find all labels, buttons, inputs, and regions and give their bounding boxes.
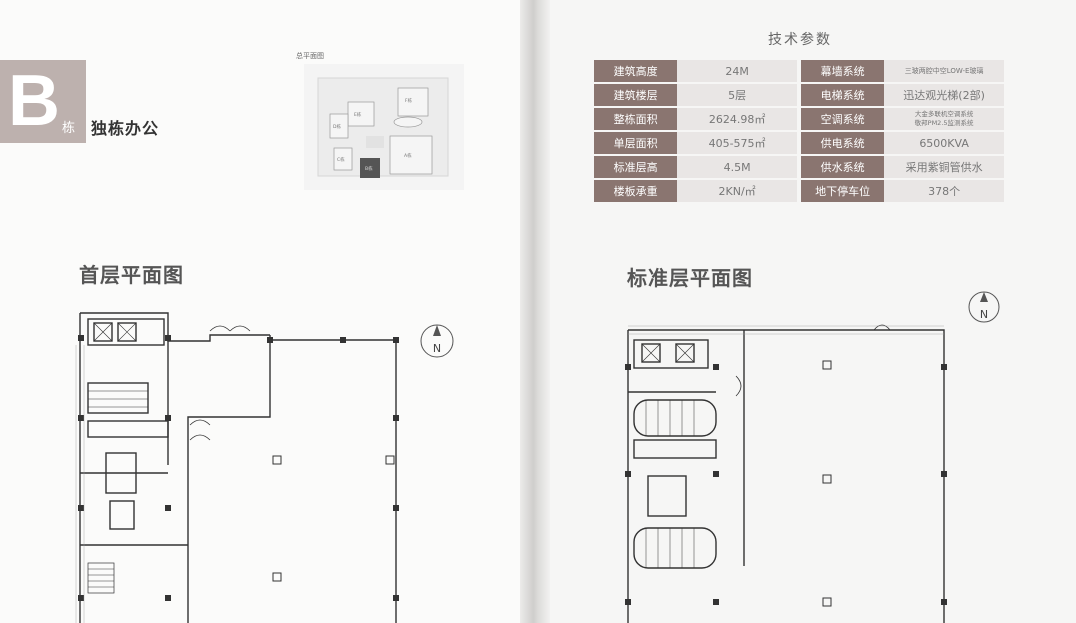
spec-row: 楼板承重 2KN/㎡ 地下停车位 378个 xyxy=(594,180,1004,202)
book-gutter xyxy=(520,0,550,623)
building-heading: 独栋办公 xyxy=(91,119,160,138)
spec-value: 采用紫铜管供水 xyxy=(884,156,1004,178)
standard-floor-plan-title: 标准层平面图 xyxy=(627,266,753,290)
spec-key: 楼板承重 xyxy=(594,180,678,202)
compass-label: N xyxy=(433,342,441,355)
compass-north-icon: N xyxy=(420,324,454,358)
spec-key: 空调系统 xyxy=(801,108,885,130)
spec-key: 电梯系统 xyxy=(801,84,885,106)
compass-north-icon: N xyxy=(968,291,1000,323)
spec-value: 405-575㎡ xyxy=(677,132,797,154)
building-suffix: 栋 xyxy=(62,121,76,136)
site-block-f: F栋 xyxy=(405,97,413,104)
spec-row: 单层面积 405-575㎡ 供电系统 6500KVA xyxy=(594,132,1004,154)
spec-value: 迅达观光梯(2部) xyxy=(884,84,1004,106)
spec-value: 5层 xyxy=(677,84,797,106)
standard-floor-plan xyxy=(625,324,947,623)
spec-value: 378个 xyxy=(884,180,1004,202)
spec-key: 地下停车位 xyxy=(801,180,885,202)
spec-value: 大金多联机空调系统 敬邦PM2.5监测系统 xyxy=(884,108,1004,130)
compass-label: N xyxy=(980,308,988,321)
spec-key: 整栋面积 xyxy=(594,108,678,130)
spec-value: 4.5M xyxy=(677,156,797,178)
spec-row: 建筑楼层 5层 电梯系统 迅达观光梯(2部) xyxy=(594,84,1004,106)
spec-value-line: 大金多联机空调系统 xyxy=(914,110,974,118)
spec-value: 6500KVA xyxy=(884,132,1004,154)
site-plan-map: E栋 F栋 D栋 C栋 A栋 B栋 xyxy=(304,64,464,190)
spec-row: 标准层高 4.5M 供水系统 采用紫铜管供水 xyxy=(594,156,1004,178)
site-block-e: E栋 xyxy=(354,111,362,118)
spec-row: 整栋面积 2624.98㎡ 空调系统 大金多联机空调系统 敬邦PM2.5监测系统 xyxy=(594,108,1004,130)
spec-value: 24M xyxy=(677,60,797,82)
site-block-b: B栋 xyxy=(365,165,373,172)
site-block-d: D栋 xyxy=(333,123,341,130)
spec-key: 供电系统 xyxy=(801,132,885,154)
ground-floor-plan-title: 首层平面图 xyxy=(79,263,184,287)
spec-value: 2KN/㎡ xyxy=(677,180,797,202)
ground-floor-plan xyxy=(75,312,399,623)
spec-value: 三玻两腔中空LOW-E玻璃 xyxy=(884,60,1004,82)
spec-row: 建筑高度 24M 幕墙系统 三玻两腔中空LOW-E玻璃 xyxy=(594,60,1004,82)
site-block-a: A栋 xyxy=(404,152,412,159)
building-badge xyxy=(0,60,86,143)
spec-key: 供水系统 xyxy=(801,156,885,178)
spec-table: 建筑高度 24M 幕墙系统 三玻两腔中空LOW-E玻璃 建筑楼层 5层 电梯系统… xyxy=(594,58,1004,204)
spec-value: 2624.98㎡ xyxy=(677,108,797,130)
spec-key: 建筑高度 xyxy=(594,60,678,82)
spec-title: 技术参数 xyxy=(768,32,832,48)
spec-key: 幕墙系统 xyxy=(801,60,885,82)
spec-value-line: 敬邦PM2.5监测系统 xyxy=(914,119,974,127)
site-plan-label: 总平面图 xyxy=(296,52,324,60)
spec-key: 单层面积 xyxy=(594,132,678,154)
spec-key: 建筑楼层 xyxy=(594,84,678,106)
spec-key: 标准层高 xyxy=(594,156,678,178)
building-letter: B xyxy=(8,61,60,141)
site-block-c: C栋 xyxy=(337,156,345,163)
